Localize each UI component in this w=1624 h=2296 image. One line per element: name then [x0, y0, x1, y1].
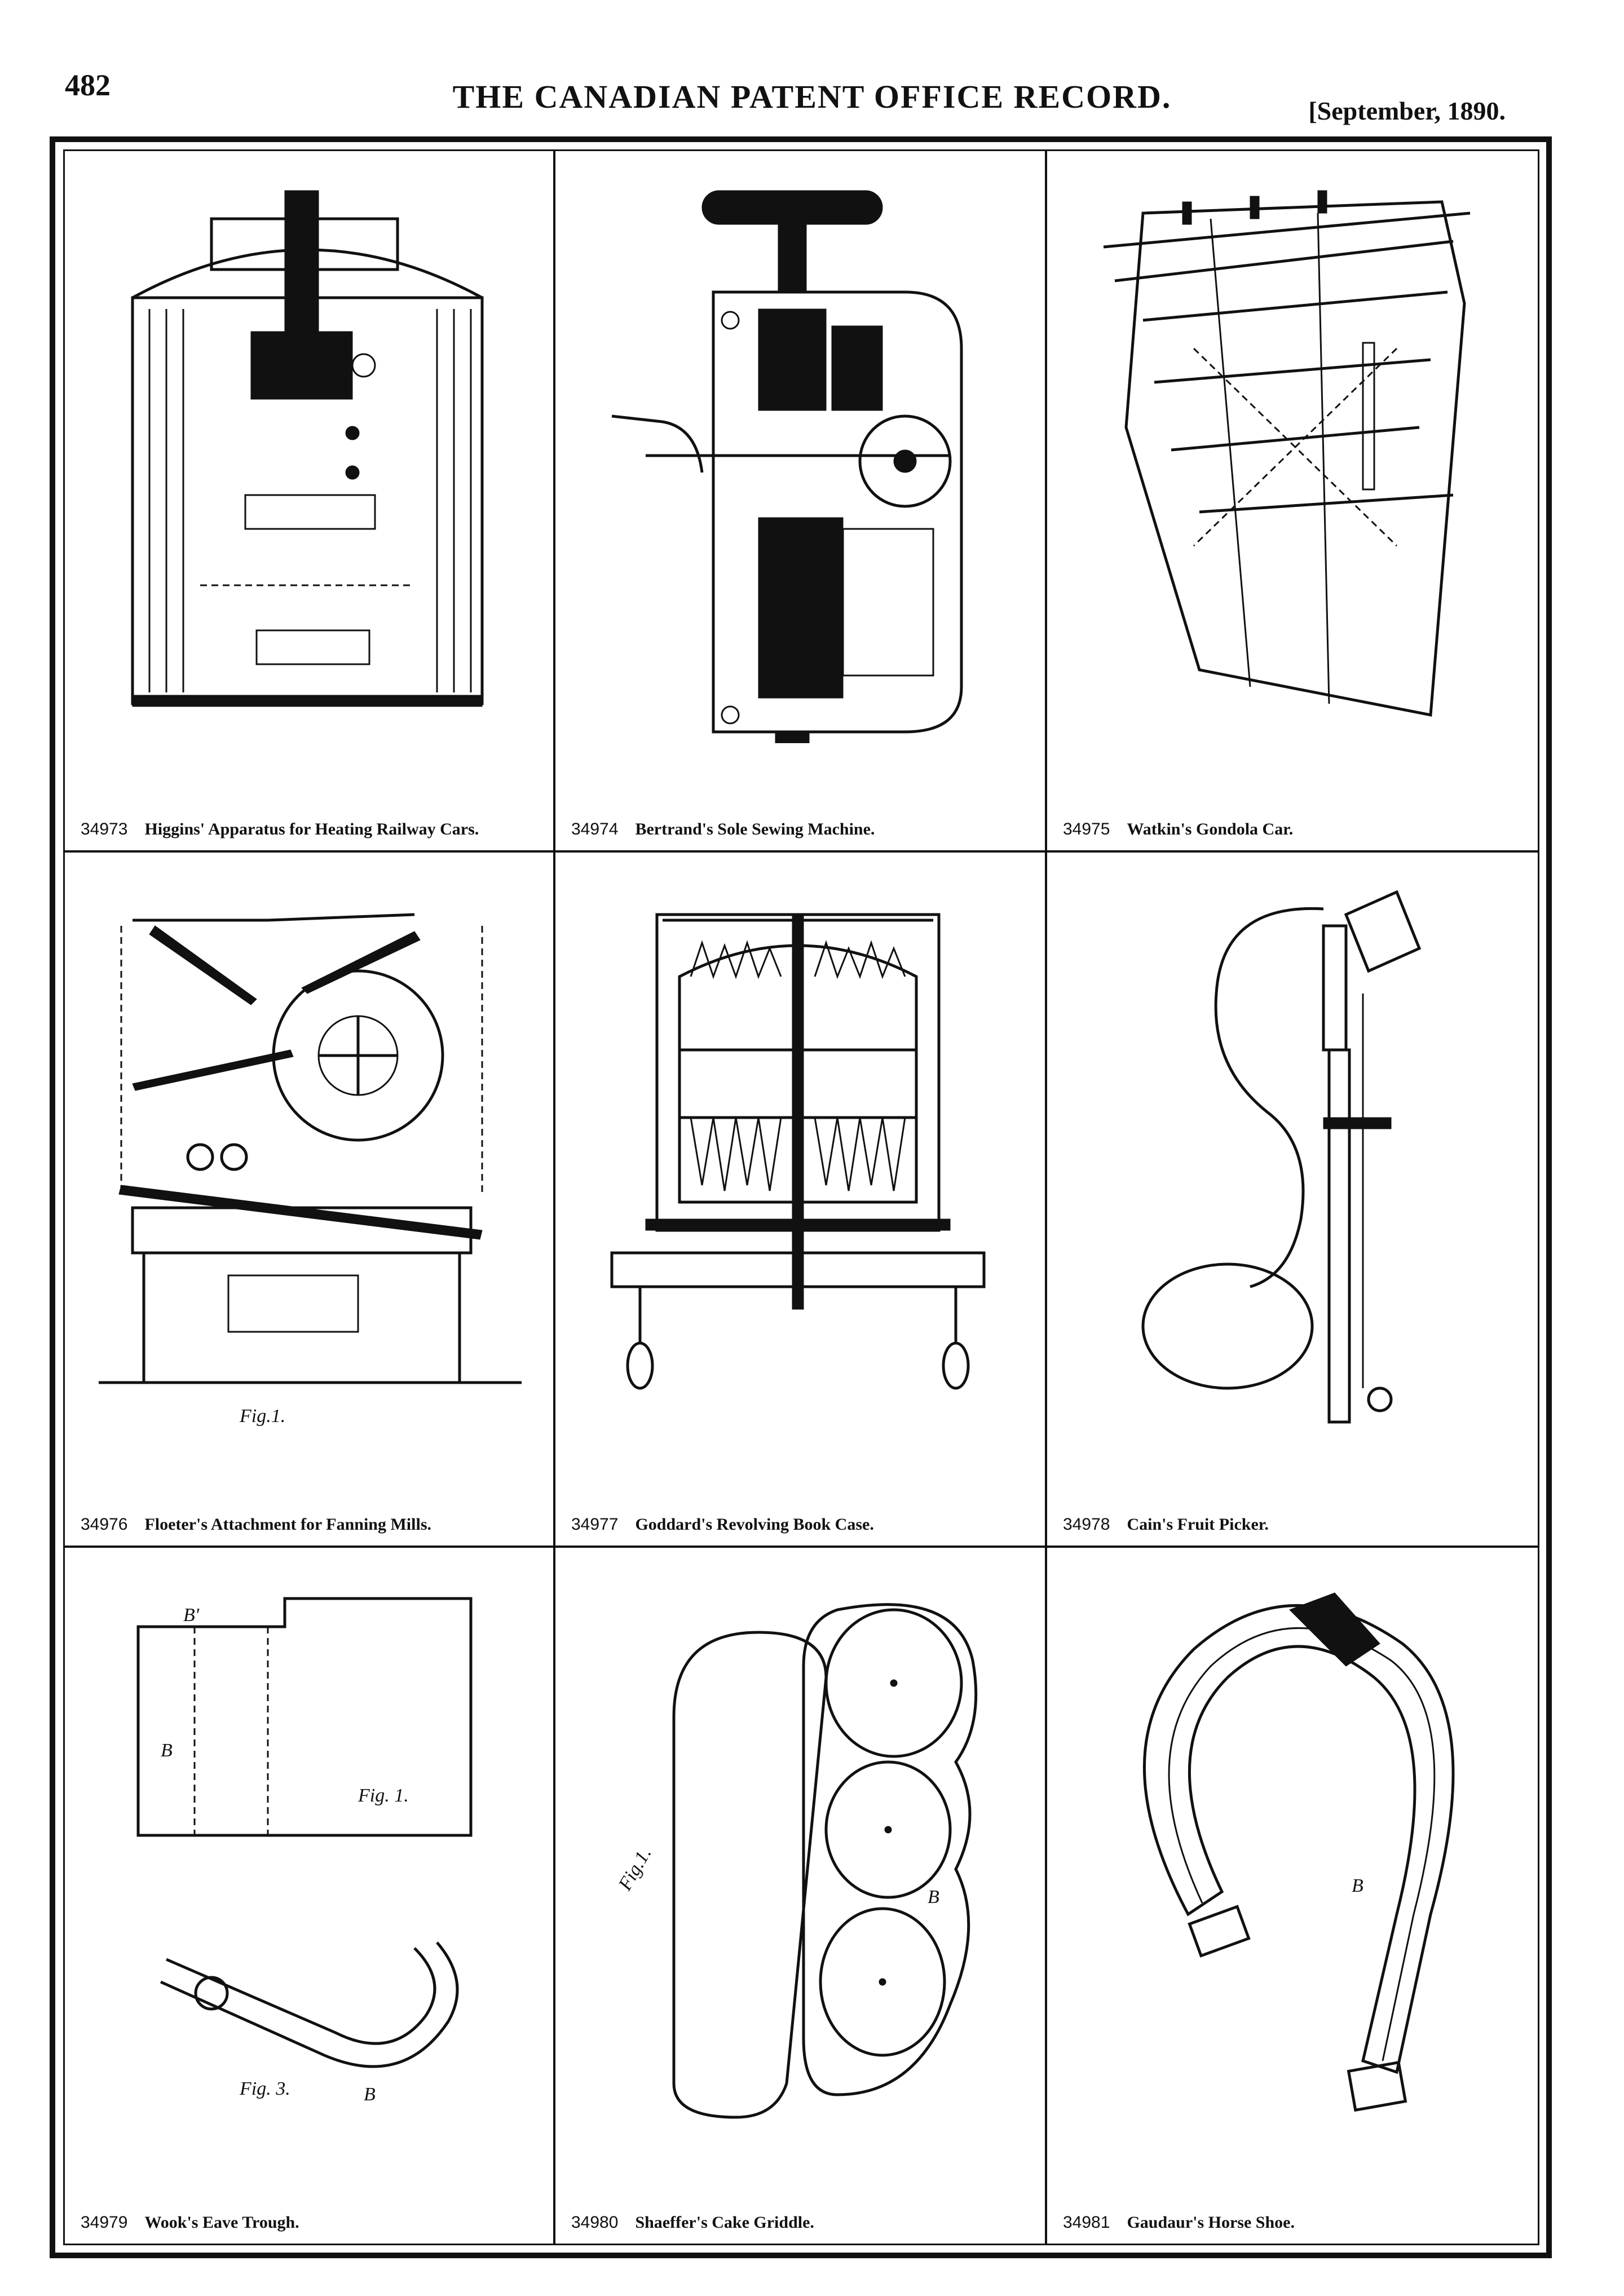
patent-panel: B 34981 Gaudaur's Horse Shoe.: [1047, 1548, 1538, 2244]
patent-title: Watkin's Gondola Car.: [1127, 820, 1294, 838]
journal-title: THE CANADIAN PATENT OFFICE RECORD.: [452, 78, 1172, 115]
patent-panel: 34974 Bertrand's Sole Sewing Machine.: [555, 151, 1047, 853]
patent-panel: Fig.1. 34976 Floeter's Attachment for Fan…: [65, 853, 555, 1548]
patent-caption: 34981 Gaudaur's Horse Shoe.: [1047, 2213, 1538, 2232]
svg-text:B: B: [364, 2084, 376, 2105]
patent-number: 34980: [571, 2213, 619, 2232]
patent-panel: B B' Fig. 1. Fig. 3. B 34979 Wook's Eave …: [65, 1548, 555, 2244]
patent-caption: 34980 Shaeffer's Cake Griddle.: [555, 2213, 1045, 2232]
patent-title: Floeter's Attachment for Fanning Mills.: [144, 1515, 431, 1534]
patent-grid: 34973 Higgins' Apparatus for Heating Rail…: [65, 151, 1538, 2244]
figure-label: Fig.1.: [614, 1844, 655, 1895]
patent-number: 34981: [1063, 2213, 1110, 2232]
railway-heater-drawing: [99, 179, 522, 743]
patent-panel: 34978 Cain's Fruit Picker.: [1047, 853, 1538, 1548]
eave-trough-drawing: B B' Fig. 1. Fig. 3. B: [99, 1576, 522, 2140]
patent-number: 34974: [571, 820, 619, 838]
gondola-car-drawing: [1081, 179, 1504, 743]
patent-number: 34973: [81, 820, 128, 838]
patent-title: Shaeffer's Cake Griddle.: [635, 2213, 814, 2232]
patent-caption: 34979 Wook's Eave Trough.: [65, 2213, 553, 2232]
patent-caption: 34974 Bertrand's Sole Sewing Machine.: [555, 820, 1045, 839]
figure-label: Fig.1.: [239, 1406, 285, 1427]
page-frame-inner: [63, 149, 1539, 2245]
page-number: 482: [65, 68, 111, 102]
patent-number: 34978: [1063, 1515, 1110, 1534]
cake-griddle-drawing: Fig.1. B: [589, 1576, 1012, 2140]
patent-caption: 34977 Goddard's Revolving Book Case.: [555, 1515, 1045, 1534]
book-case-drawing: [589, 881, 1012, 1445]
patent-number: 34977: [571, 1515, 619, 1534]
patent-caption: 34973 Higgins' Apparatus for Heating Rail…: [65, 820, 553, 839]
issue-date: [September, 1890.: [1308, 96, 1506, 125]
svg-text:B': B': [183, 1605, 200, 1626]
svg-text:B: B: [161, 1740, 173, 1761]
svg-text:B: B: [928, 1887, 939, 1908]
patent-title: Bertrand's Sole Sewing Machine.: [635, 820, 875, 838]
patent-panel: Fig.1. B 34980 Shaeffer's Cake Griddle.: [555, 1548, 1047, 2244]
patent-panel: 34977 Goddard's Revolving Book Case.: [555, 853, 1047, 1548]
patent-title: Gaudaur's Horse Shoe.: [1127, 2213, 1295, 2232]
patent-title: Higgins' Apparatus for Heating Railway C…: [144, 820, 479, 838]
page-header: 482 THE CANADIAN PATENT OFFICE RECORD. […: [0, 0, 1624, 135]
patent-panel: 34975 Watkin's Gondola Car.: [1047, 151, 1538, 853]
patent-panel: 34973 Higgins' Apparatus for Heating Rail…: [65, 151, 555, 853]
patent-number: 34976: [81, 1515, 128, 1534]
patent-title: Cain's Fruit Picker.: [1127, 1515, 1269, 1534]
fruit-picker-drawing: [1081, 881, 1504, 1445]
svg-text:B: B: [1352, 1875, 1363, 1896]
patent-number: 34979: [81, 2213, 128, 2232]
patent-caption: 34976 Floeter's Attachment for Fanning Mi…: [65, 1515, 553, 1534]
patent-title: Wook's Eave Trough.: [144, 2213, 299, 2232]
figure-label: Fig. 1.: [358, 1785, 409, 1806]
horse-shoe-drawing: B: [1081, 1576, 1504, 2140]
sole-sewing-machine-drawing: [589, 179, 1012, 749]
patent-caption: 34978 Cain's Fruit Picker.: [1047, 1515, 1538, 1534]
figure-label-2: Fig. 3.: [239, 2078, 290, 2099]
patent-number: 34975: [1063, 820, 1110, 838]
patent-title: Goddard's Revolving Book Case.: [635, 1515, 874, 1534]
fanning-mill-drawing: Fig.1.: [99, 881, 522, 1445]
patent-caption: 34975 Watkin's Gondola Car.: [1047, 820, 1538, 839]
page-frame-outer: [50, 136, 1552, 2258]
